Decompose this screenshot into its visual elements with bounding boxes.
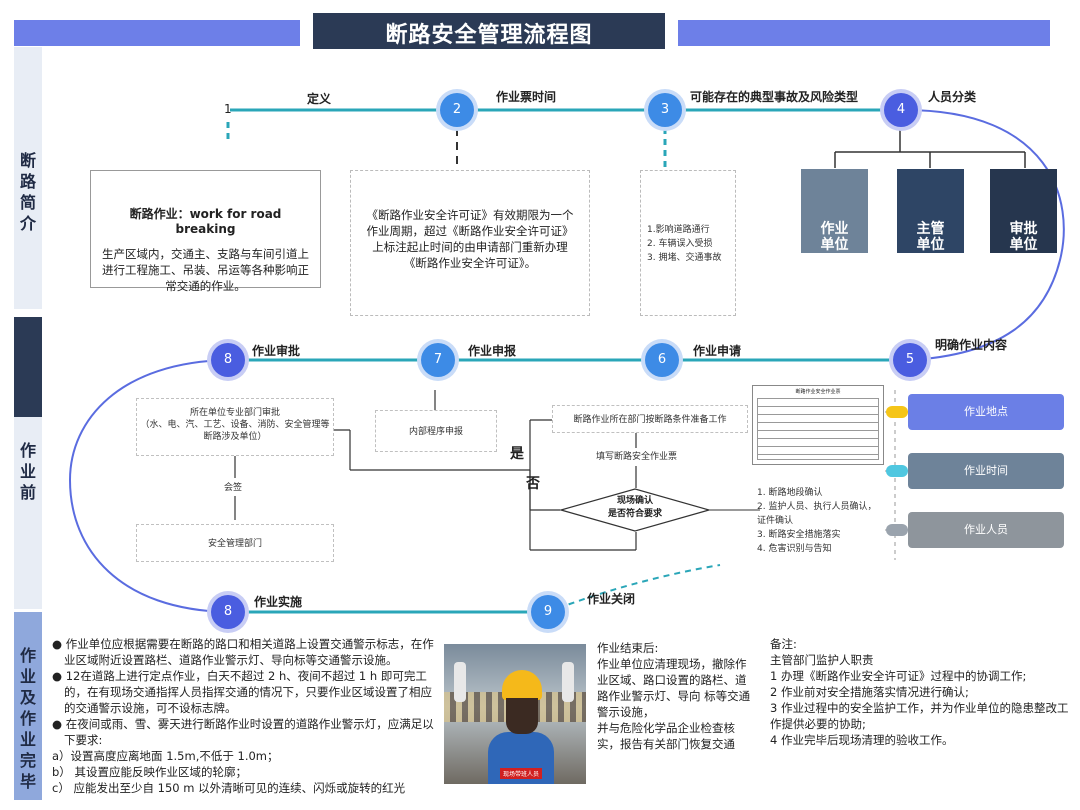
step-8-implement-label: 作业实施 [254, 595, 303, 609]
content-item-location: 作业地点 [908, 394, 1064, 430]
note-item: 1 办理《断路作业安全许可证》过程中的协调工作; [770, 669, 1027, 683]
step-8-approval-label: 作业审批 [252, 344, 301, 358]
worker-badge: 现场带班人员 [500, 768, 543, 779]
note-item: 3 作业过程中的安全监护工作，并为作业单位的隐患整改工作提供必要的协助; [770, 701, 1069, 731]
prepare-box: 断路作业所在部门按断路条件准备工作 [552, 405, 748, 433]
notes-block: 备注: 主管部门监护人职责 1 办理《断路作业安全许可证》过程中的协调工作; 2… [770, 636, 1070, 748]
step-3-circle: 3 [648, 93, 682, 127]
step-4-circle: 4 [884, 93, 918, 127]
step-2-circle: 2 [440, 93, 474, 127]
step-9-label: 作业关闭 [587, 592, 636, 606]
department-approval-box: 所在单位专业部门审批 （水、电、汽、工艺、设备、消防、安全管理等断路涉及单位） [136, 398, 334, 456]
no-label: 否 [526, 476, 540, 492]
risk-item: 1.影响道路通行 [647, 225, 710, 235]
definition-body: 生产区域内，交通主、支路与车间引道上进行工程施工、吊装、吊运等各种影响正常交通的… [102, 247, 309, 293]
step-5-circle: 5 [893, 343, 927, 377]
check-item: 2. 监护人员、执行人员确认，证件确认 [757, 502, 877, 526]
step-1-number: 1 [224, 102, 232, 116]
check-item: 4. 危害识别与告知 [757, 544, 832, 554]
implement-sub: c） 应能发出至少自 150 m 以外清晰可见的连续、闪烁或旋转的红光 [52, 781, 406, 795]
role-box-supervising-unit: 主管单位 [897, 169, 964, 253]
internal-report-box: 内部程序申报 [375, 410, 497, 452]
section-label-after: 作业及作业完毕 [20, 646, 37, 791]
step-8-approval-circle: 8 [211, 343, 245, 377]
step-4-label: 人员分类 [928, 90, 977, 104]
safety-department-box: 安全管理部门 [136, 524, 334, 562]
implement-item: 在夜间或雨、雪、雾天进行断路作业时设置的道路作业警示灯，应满足以下要求: [64, 717, 434, 747]
confirm-diamond-text: 现场确认 是否符合要求 [607, 496, 662, 519]
content-item-time: 作业时间 [908, 453, 1064, 489]
step-7-label: 作业申报 [468, 344, 517, 358]
section-label-before: 作业前 [20, 441, 37, 502]
implement-sub: a）设置高度应离地面 1.5m,不低于 1.0m； [52, 749, 279, 763]
side-bar-after [14, 612, 42, 800]
confirm-diamond [560, 488, 710, 532]
content-dot [886, 465, 908, 477]
fill-form-step: 填写断路安全作业票 [596, 452, 678, 462]
worker-illustration: 现场带班人员 [444, 644, 586, 784]
step-5-label: 明确作业内容 [935, 338, 1008, 352]
close-text: 作业结束后: 作业单位应清理现场，撤除作业区域、路口设置的路栏、道路作业警示灯、… [597, 641, 751, 751]
implement-sub: b） 其设置应能反映作业区域的轮廓； [52, 765, 247, 779]
step-3-label: 可能存在的典型事故及风险类型 [690, 90, 859, 104]
hard-hat-icon [502, 670, 542, 700]
implement-item: 作业单位应根据需要在断路的路口和相关道路上设置交通警示标志，在作业区域附近设置路… [64, 637, 434, 667]
side-bar-before-accent [14, 317, 42, 417]
content-dot [886, 406, 908, 418]
role-box-approval-unit: 审批单位 [990, 169, 1057, 253]
permit-box: 《断路作业安全许可证》有效期限为一个作业周期，超过《断路作业安全许可证》上标注起… [350, 170, 590, 316]
risk-box: 1.影响道路通行 2. 车辆误入受损 3. 拥堵、交通事故 [640, 170, 736, 316]
step-2-label: 作业票时间 [496, 90, 557, 104]
step-8-implement-circle: 8 [211, 595, 245, 629]
notes-heading: 备注: [770, 637, 797, 651]
permit-body: 《断路作业安全许可证》有效期限为一个作业周期，超过《断路作业安全许可证》上标注起… [366, 208, 574, 270]
definition-heading: 断路作业：work for road breaking [129, 207, 282, 236]
step-7-circle: 7 [421, 343, 455, 377]
step-9-circle: 9 [531, 595, 565, 629]
header-band-left [14, 20, 300, 46]
step-6-circle: 6 [645, 343, 679, 377]
implementation-text: ● 作业单位应根据需要在断路的路口和相关道路上设置交通警示标志，在作业区域附近设… [52, 636, 438, 796]
content-item-personnel: 作业人员 [908, 512, 1064, 548]
note-item: 4 作业完毕后现场清理的验收工作。 [770, 733, 954, 747]
role-box-operating-unit: 作业单位 [801, 169, 868, 253]
form-title: 断路作业安全作业票 [795, 389, 841, 395]
definition-box: 断路作业：work for road breaking 生产区域内，交通主、支路… [90, 170, 321, 293]
step-6-label: 作业申请 [693, 344, 742, 358]
side-bar-intro [14, 47, 42, 309]
implement-item: 12在道路上进行定点作业，白天不超过 2 h、夜间不超过 1 h 即可完工的，在… [64, 669, 432, 715]
page-title: 断路安全管理流程图 [313, 13, 665, 49]
yes-label: 是 [510, 446, 524, 462]
risk-item: 2. 车辆误入受损 [647, 239, 713, 249]
note-item: 2 作业前对安全措施落实情况进行确认; [770, 685, 969, 699]
header-band-right [678, 20, 1050, 46]
site-checks-list: 1. 断路地段确认 2. 监护人员、执行人员确认，证件确认 3. 断路安全措施落… [757, 486, 877, 556]
content-dot [886, 524, 908, 536]
permit-form-thumbnail: 断路作业安全作业票 [752, 385, 884, 465]
cosign-label: 会签 [224, 483, 243, 493]
notes-sub: 主管部门监护人职责 [770, 653, 874, 667]
check-item: 3. 断路安全措施落实 [757, 530, 841, 540]
check-item: 1. 断路地段确认 [757, 488, 823, 498]
risk-item: 3. 拥堵、交通事故 [647, 253, 722, 263]
section-label-intro: 断路简介 [20, 151, 37, 233]
step-1-label: 定义 [307, 92, 332, 106]
